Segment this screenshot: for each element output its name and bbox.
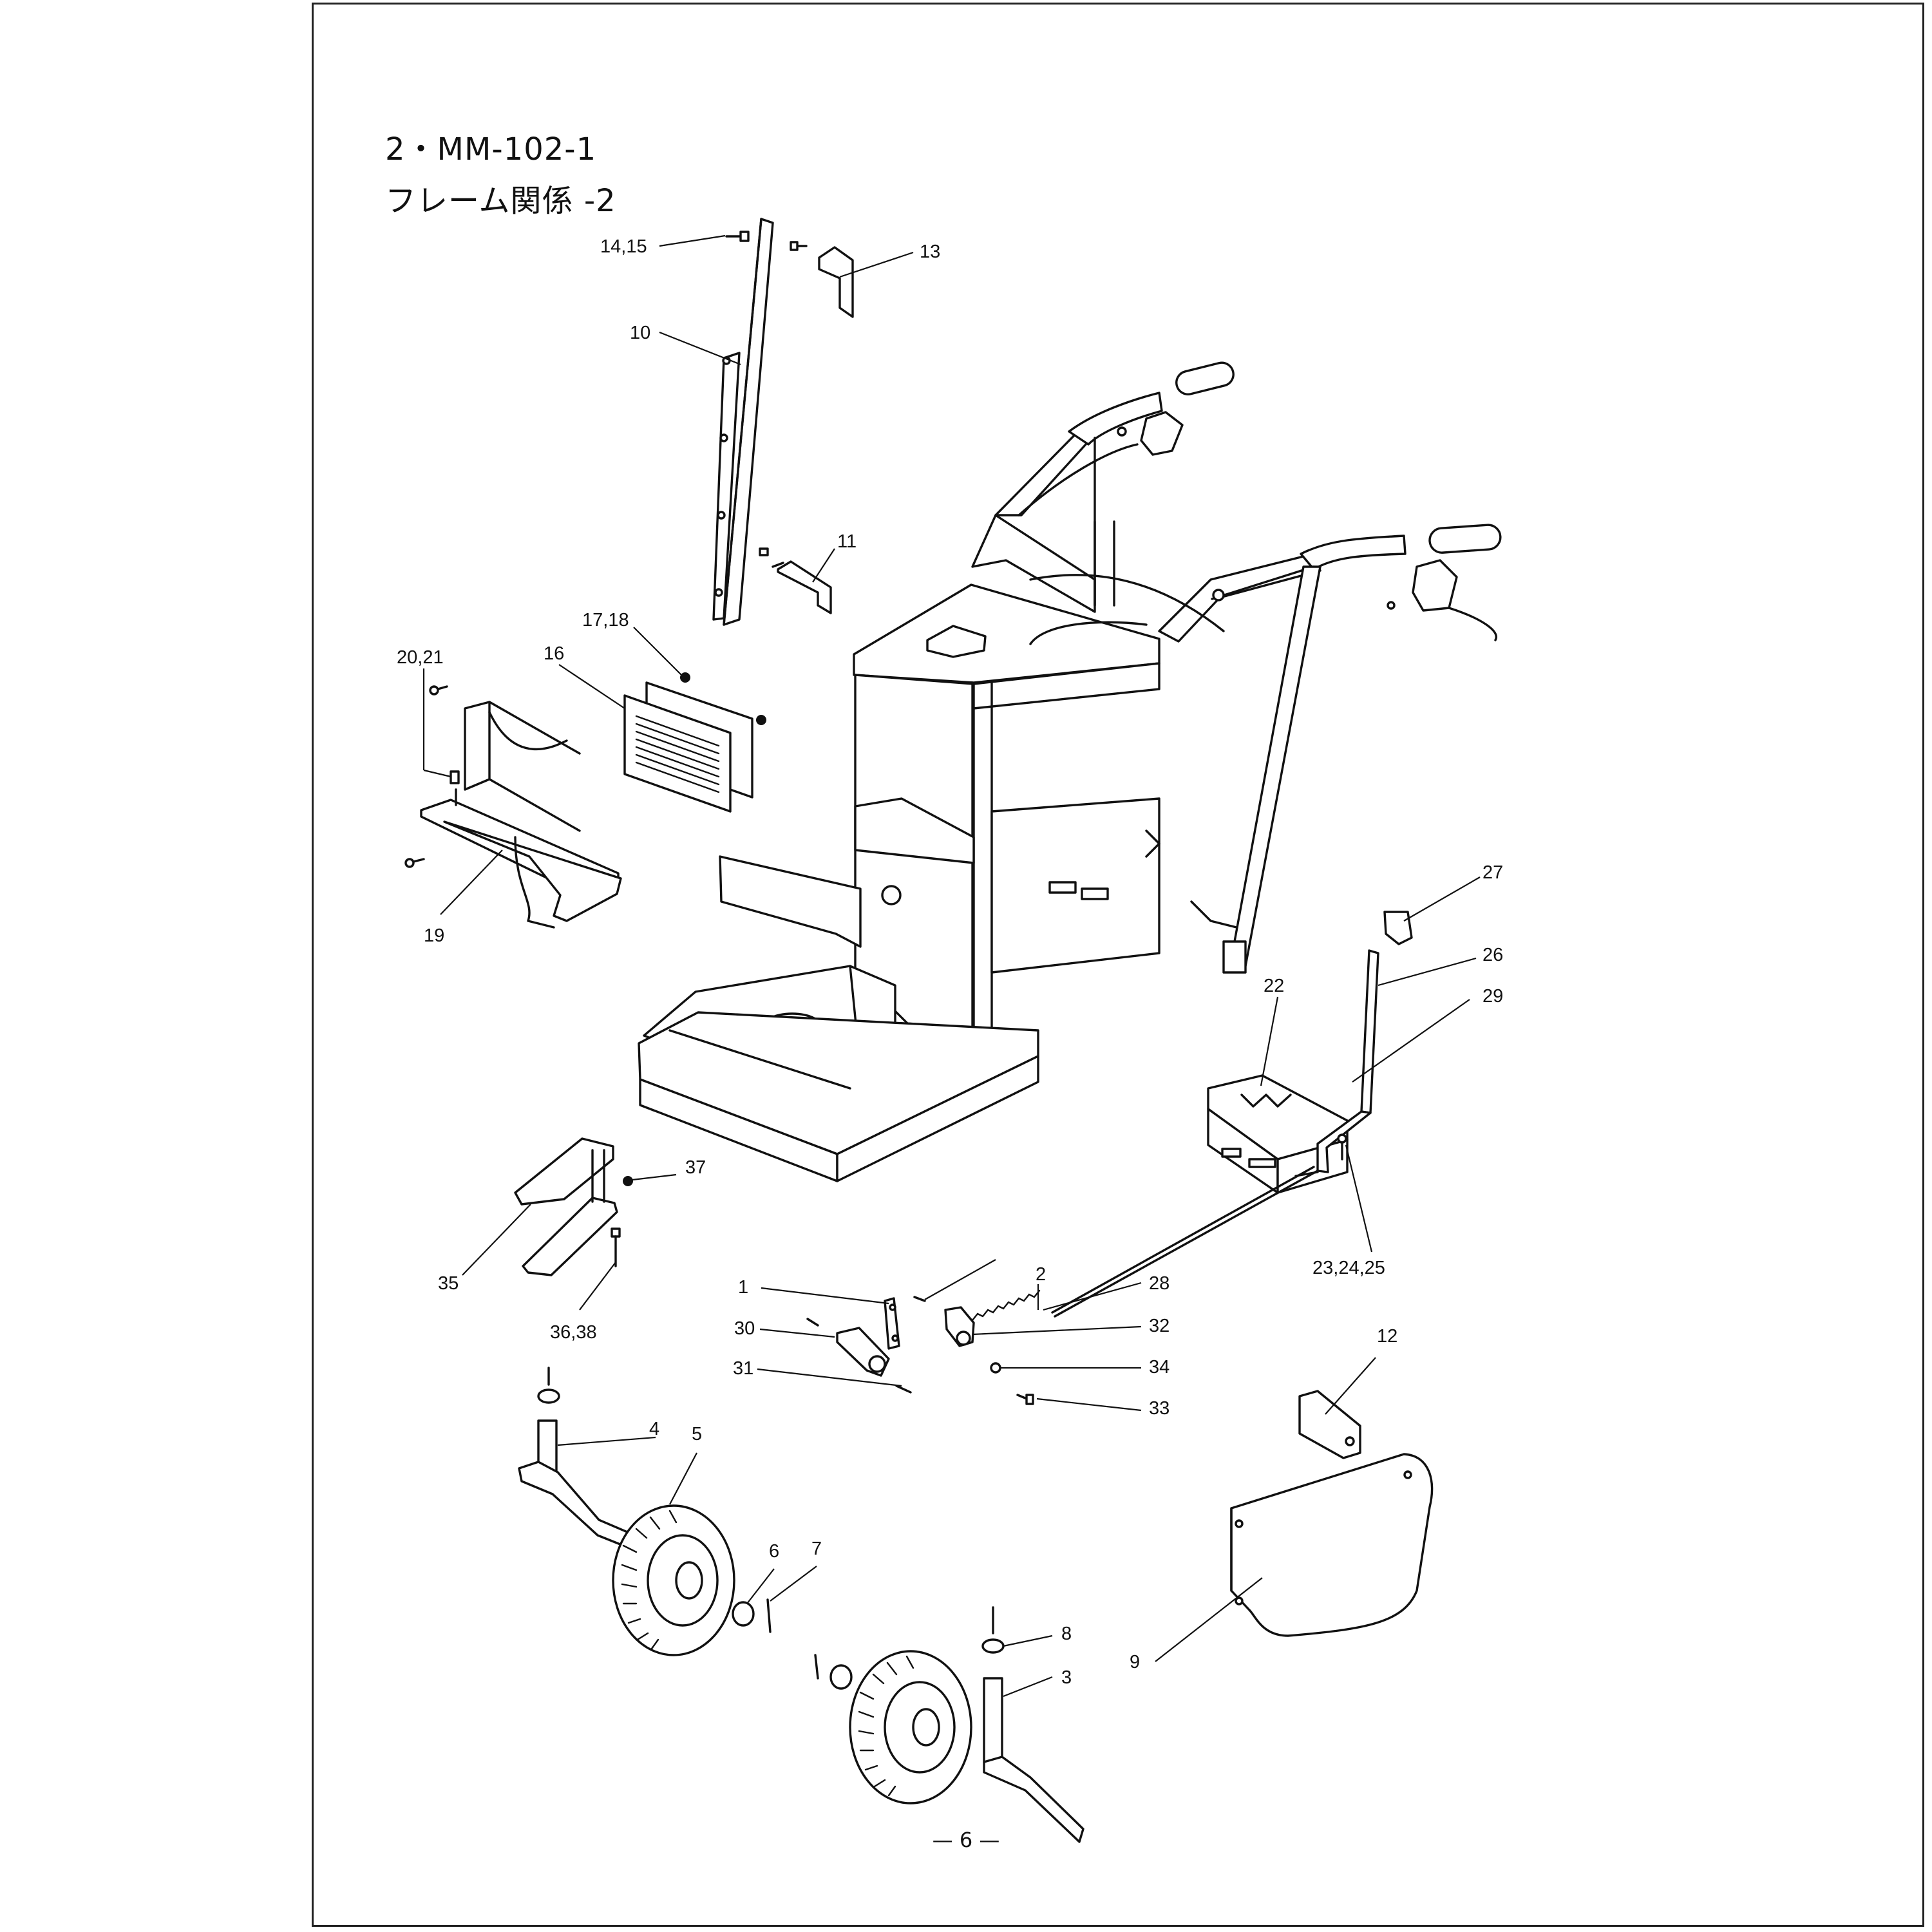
part-16-louvre-grille bbox=[623, 672, 766, 813]
callout-36-38: 36,38 bbox=[550, 1322, 597, 1343]
leader-lines bbox=[422, 234, 1481, 1698]
callout-11: 11 bbox=[837, 531, 857, 552]
part-22-lever-guide-box bbox=[1207, 1074, 1349, 1194]
callout-3: 3 bbox=[1061, 1667, 1072, 1688]
part-12-bracket bbox=[1298, 1390, 1361, 1459]
page-number: — 6 — bbox=[932, 1828, 1000, 1852]
callout-19: 19 bbox=[424, 925, 444, 946]
part-36-38-bolt bbox=[611, 1227, 621, 1267]
part-13-bracket bbox=[790, 241, 854, 318]
main-frame bbox=[853, 392, 1406, 1032]
callout-26: 26 bbox=[1482, 945, 1503, 965]
handle-grip-left bbox=[1117, 361, 1235, 456]
callout-37: 37 bbox=[685, 1157, 706, 1178]
cotter-pin-right bbox=[814, 1654, 819, 1680]
callout-13: 13 bbox=[920, 242, 940, 262]
part-top-pin-left bbox=[537, 1367, 560, 1404]
callout-34: 34 bbox=[1149, 1357, 1170, 1378]
model-number-title: 2・MM-102-1 bbox=[385, 131, 597, 167]
callout-14-15: 14,15 bbox=[600, 236, 647, 257]
part-28-spring bbox=[971, 1289, 1041, 1321]
handle-grip-right bbox=[1387, 524, 1502, 641]
callout-29: 29 bbox=[1482, 986, 1503, 1007]
part-30-pin bbox=[806, 1318, 819, 1327]
callout-16: 16 bbox=[544, 643, 564, 664]
washer-right bbox=[829, 1664, 853, 1690]
part-19-base-cover bbox=[404, 685, 622, 929]
part-6-washer bbox=[732, 1601, 755, 1627]
part-32-clevis bbox=[944, 1306, 975, 1347]
callout-33: 33 bbox=[1149, 1398, 1170, 1419]
callout-labels: 14,15 13 10 11 17,18 20,21 16 19 22 23,2… bbox=[397, 236, 1503, 1688]
part-31-link bbox=[836, 1327, 912, 1394]
callout-6: 6 bbox=[769, 1541, 779, 1562]
part-14-15-bolt bbox=[725, 231, 750, 242]
callout-10: 10 bbox=[630, 323, 650, 343]
part-34-washer bbox=[990, 1362, 1001, 1374]
callout-9: 9 bbox=[1130, 1652, 1140, 1672]
callout-1: 1 bbox=[738, 1277, 748, 1298]
callout-12: 12 bbox=[1377, 1326, 1397, 1347]
callout-30: 30 bbox=[734, 1318, 755, 1339]
callout-8: 8 bbox=[1061, 1624, 1072, 1644]
part-37-nut bbox=[623, 1176, 633, 1186]
section-title: フレーム関係 -2 bbox=[385, 183, 616, 219]
part-7-cotter-pin bbox=[766, 1598, 772, 1633]
callout-5: 5 bbox=[692, 1424, 702, 1444]
callout-17-18: 17,18 bbox=[582, 610, 629, 630]
callout-31: 31 bbox=[733, 1358, 753, 1379]
part-1-link-plate bbox=[884, 1297, 900, 1350]
part-11-bracket bbox=[772, 560, 832, 614]
callout-27: 27 bbox=[1482, 862, 1503, 883]
part-5-wheel-left bbox=[612, 1504, 735, 1656]
wheel-right bbox=[849, 1650, 972, 1804]
callout-35: 35 bbox=[438, 1273, 459, 1294]
callout-22: 22 bbox=[1264, 976, 1284, 996]
part-3-axle-right bbox=[983, 1677, 1084, 1843]
callout-2: 2 bbox=[1036, 1264, 1046, 1285]
callout-32: 32 bbox=[1149, 1316, 1170, 1336]
part-9-belt-cover bbox=[1230, 1453, 1434, 1637]
lower-frame bbox=[638, 855, 1039, 1182]
part-23-24-25-bolt bbox=[1337, 1133, 1347, 1160]
part-35-stand bbox=[514, 1137, 618, 1276]
callout-20-21: 20,21 bbox=[397, 647, 444, 668]
part-2-pin bbox=[913, 1296, 926, 1302]
callout-7: 7 bbox=[811, 1539, 822, 1559]
callout-23-24-25: 23,24,25 bbox=[1312, 1258, 1385, 1278]
drawing-sheet-border bbox=[312, 3, 1924, 1927]
part-8-washer bbox=[981, 1606, 1005, 1654]
callout-28: 28 bbox=[1149, 1273, 1170, 1294]
callout-4: 4 bbox=[649, 1419, 659, 1439]
part-33-bolt bbox=[1016, 1394, 1034, 1405]
part-10-side-cover bbox=[712, 218, 774, 626]
